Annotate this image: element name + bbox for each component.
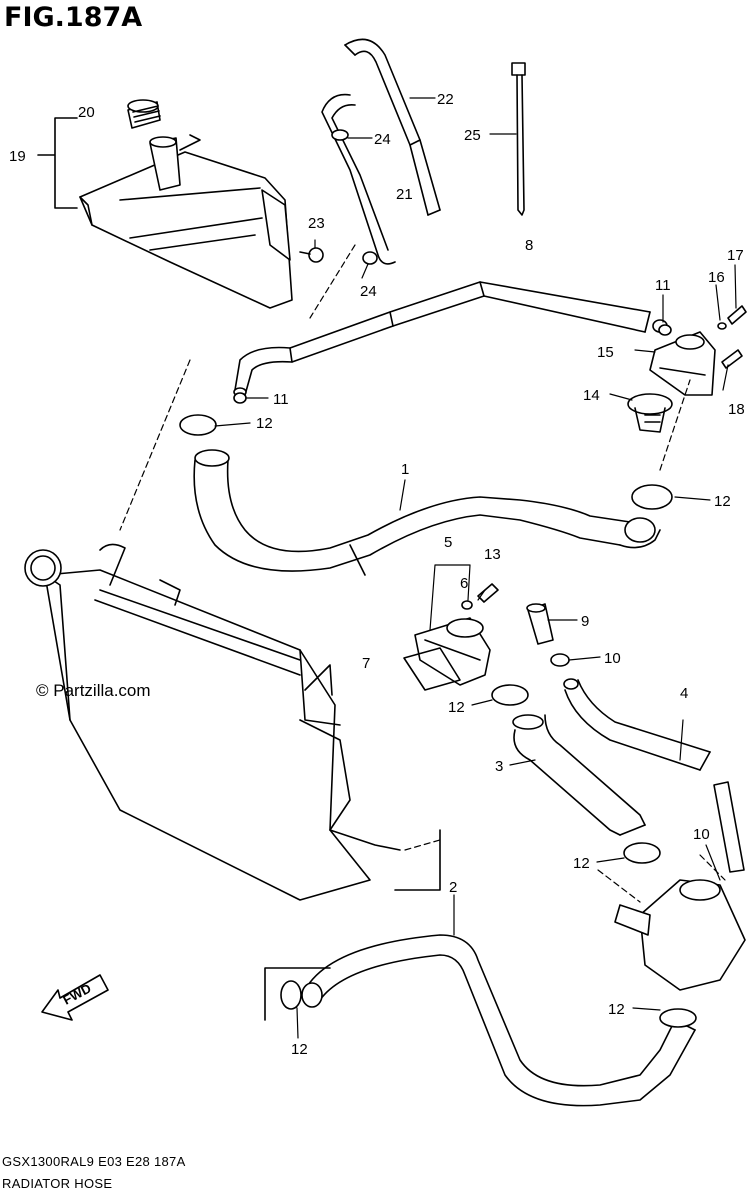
- thermostat-cover[interactable]: [649, 331, 716, 396]
- callout-1: 1: [401, 461, 409, 478]
- overflow-hose[interactable]: [344, 38, 441, 216]
- callout-21: 21: [396, 186, 413, 203]
- callout-22: 22: [437, 91, 454, 108]
- washer-16[interactable]: [717, 322, 727, 330]
- callout-8: 8: [525, 237, 533, 254]
- callout-12-e: 12: [291, 1041, 308, 1058]
- hose-fitting-9[interactable]: [526, 603, 554, 645]
- callout-18: 18: [728, 401, 745, 418]
- figure-code: GSX1300RAL9 E03 E28 187A: [2, 1154, 186, 1169]
- fwd-arrow-icon: [41, 974, 109, 1021]
- water-hose-4[interactable]: [563, 678, 745, 873]
- callout-20: 20: [78, 104, 95, 121]
- reservoir-cap[interactable]: [127, 99, 161, 129]
- callout-5: 5: [444, 534, 452, 551]
- clamp-12-e[interactable]: [280, 980, 302, 1010]
- thermostat-case[interactable]: [414, 617, 491, 686]
- callout-7: 7: [362, 655, 370, 672]
- clamp-12-d[interactable]: [623, 842, 661, 864]
- bolt-18[interactable]: [721, 349, 743, 369]
- bypass-hose[interactable]: [233, 281, 668, 397]
- cap-6[interactable]: [461, 600, 473, 610]
- callout-16: 16: [708, 269, 725, 286]
- callout-6: 6: [460, 575, 468, 592]
- callout-12-a: 12: [256, 415, 273, 432]
- clamp-12-f[interactable]: [659, 1008, 697, 1028]
- clamp-12-b[interactable]: [631, 484, 673, 510]
- callout-14: 14: [583, 387, 600, 404]
- clip-11-a[interactable]: [233, 392, 247, 404]
- breather-hose[interactable]: [321, 93, 396, 265]
- callout-9: 9: [581, 613, 589, 630]
- bolt-13[interactable]: [477, 583, 499, 603]
- tie-wrap[interactable]: [511, 62, 526, 216]
- callout-12-b: 12: [714, 493, 731, 510]
- thermostat[interactable]: [627, 393, 673, 433]
- callout-11-left: 11: [273, 391, 289, 408]
- reservoir-tank[interactable]: [79, 134, 293, 309]
- callout-10-upper: 10: [604, 650, 621, 667]
- callout-3: 3: [495, 758, 503, 775]
- callout-4: 4: [680, 685, 688, 702]
- water-pump-fitting[interactable]: [614, 879, 746, 991]
- callout-15: 15: [597, 344, 614, 361]
- callout-12-f: 12: [608, 1001, 625, 1018]
- clip-10[interactable]: [550, 653, 570, 667]
- callout-25: 25: [464, 127, 481, 144]
- radiator-hose-1[interactable]: [193, 449, 661, 576]
- callout-24-lower: 24: [360, 283, 377, 300]
- clamp-12-c[interactable]: [491, 684, 529, 706]
- bolt-23[interactable]: [299, 247, 324, 263]
- callout-12-c: 12: [448, 699, 465, 716]
- clip-11-b[interactable]: [658, 324, 672, 336]
- figure-name: RADIATOR HOSE: [2, 1176, 113, 1191]
- callout-17: 17: [727, 247, 744, 264]
- figure-title: FIG.187A: [4, 2, 143, 33]
- clamp-12-a[interactable]: [179, 414, 217, 436]
- radiator-hose-3[interactable]: [512, 714, 646, 836]
- callout-19: 19: [9, 148, 26, 165]
- o-ring[interactable]: [403, 647, 461, 691]
- callout-12-d: 12: [573, 855, 590, 872]
- watermark: © Partzilla.com: [36, 681, 151, 700]
- radiator[interactable]: [24, 543, 401, 901]
- callout-13: 13: [484, 546, 501, 563]
- bolt-17[interactable]: [727, 305, 747, 325]
- callout-23: 23: [308, 215, 325, 232]
- callout-11-right: 11: [655, 277, 671, 294]
- callout-10-lower: 10: [693, 826, 710, 843]
- callout-2: 2: [449, 879, 457, 896]
- callout-24-upper: 24: [374, 131, 391, 148]
- radiator-hose-2[interactable]: [301, 934, 696, 1107]
